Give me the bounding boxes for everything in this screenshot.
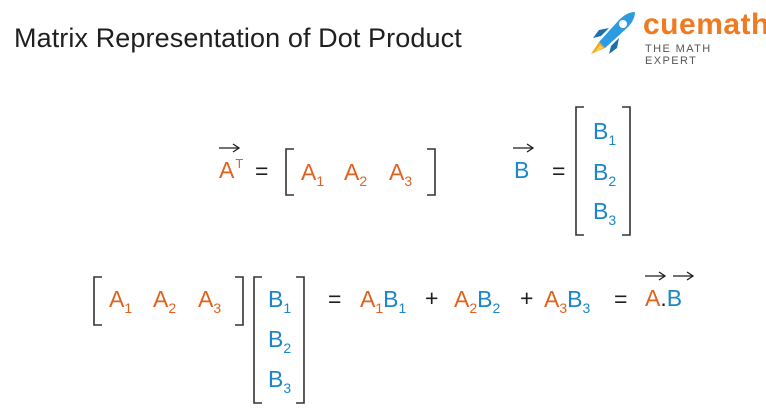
matrix-entry-a2: A2 bbox=[153, 286, 177, 316]
logo-brand-text: cuemath bbox=[643, 8, 766, 41]
plus-sign: + bbox=[425, 285, 439, 311]
a-transpose-term: AT bbox=[219, 143, 244, 183]
matrix-entry-b3: B3 bbox=[268, 366, 292, 396]
equals-sign: = bbox=[552, 158, 566, 184]
matrix-entry-a2: A2 bbox=[344, 159, 368, 189]
plus-sign: + bbox=[520, 285, 534, 311]
vector-arrow-icon bbox=[513, 143, 534, 153]
equals-sign: = bbox=[614, 286, 628, 312]
matrix-entry-a3: A3 bbox=[389, 159, 413, 189]
left-bracket bbox=[93, 276, 102, 326]
logo-tagline: THE MATH EXPERT bbox=[645, 43, 712, 67]
matrix-entry-a3: A3 bbox=[198, 286, 222, 316]
right-bracket bbox=[235, 276, 244, 326]
vector-arrow-icon bbox=[645, 271, 666, 281]
b-vector-term: B bbox=[513, 143, 534, 183]
matrix-entry-b1: B1 bbox=[593, 118, 617, 148]
matrix-entry-b2: B2 bbox=[593, 159, 617, 189]
a-letter: A bbox=[645, 285, 661, 311]
page-title: Matrix Representation of Dot Product bbox=[14, 23, 462, 53]
a-letter: A bbox=[219, 157, 235, 183]
left-bracket bbox=[285, 148, 294, 196]
vector-arrow-icon bbox=[219, 143, 240, 153]
equals-sign: = bbox=[328, 286, 342, 312]
matrix-entry-a1: A1 bbox=[301, 159, 325, 189]
product-term-3: A3B3 bbox=[544, 286, 591, 316]
left-bracket bbox=[253, 276, 262, 404]
cuemath-logo: cuemath THE MATH EXPERT bbox=[585, 6, 766, 67]
right-bracket bbox=[622, 106, 631, 236]
matrix-entry-b1: B1 bbox=[268, 286, 292, 316]
dot-product-result: A.B bbox=[645, 271, 694, 311]
right-bracket bbox=[296, 276, 305, 404]
product-term-1: A1B1 bbox=[360, 286, 407, 316]
b-letter: B bbox=[514, 157, 530, 183]
equals-sign: = bbox=[255, 158, 269, 184]
right-bracket bbox=[427, 148, 436, 196]
vector-arrow-icon bbox=[673, 271, 694, 281]
dot-operator: . bbox=[660, 285, 667, 311]
rocket-icon bbox=[591, 12, 635, 54]
b-letter: B bbox=[666, 285, 683, 311]
transpose-superscript: T bbox=[235, 156, 244, 171]
matrix-entry-b3: B3 bbox=[593, 198, 617, 228]
matrix-entry-b2: B2 bbox=[268, 326, 292, 356]
matrix-entry-a1: A1 bbox=[109, 286, 133, 316]
product-term-2: A2B2 bbox=[454, 286, 501, 316]
left-bracket bbox=[575, 106, 584, 236]
